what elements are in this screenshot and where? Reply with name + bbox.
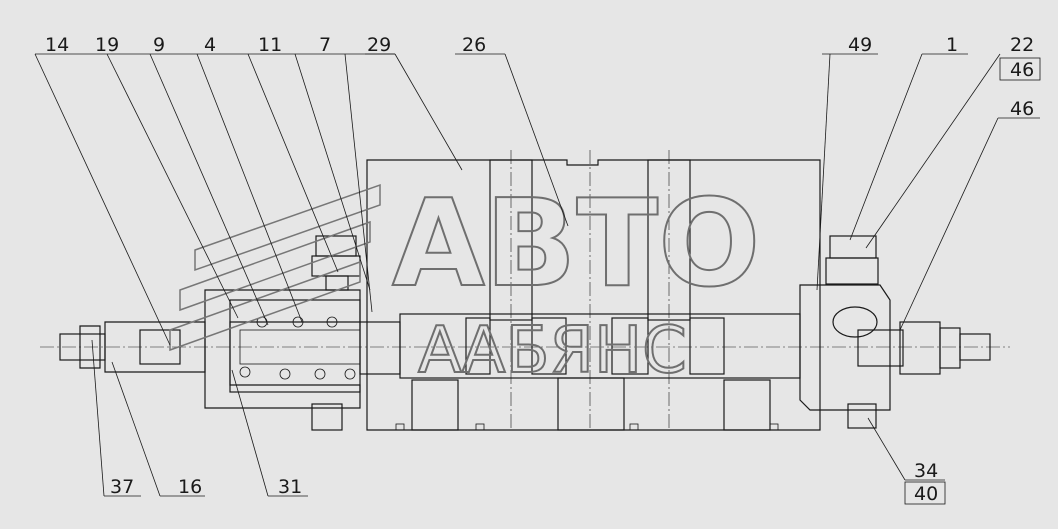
callout-40: 40 bbox=[914, 483, 938, 505]
callout-34: 34 bbox=[914, 460, 938, 482]
callout-26: 26 bbox=[462, 34, 486, 56]
callout-14: 14 bbox=[45, 34, 69, 56]
callout-31: 31 bbox=[278, 476, 302, 498]
callout-labels: 14 19 9 4 11 7 29 26 49 1 22 46 46 37 16… bbox=[45, 34, 1034, 505]
callout-49: 49 bbox=[848, 34, 872, 56]
right-cover bbox=[799, 235, 904, 429]
callout-22: 22 bbox=[1010, 34, 1034, 56]
callout-11: 11 bbox=[258, 34, 282, 56]
callout-16: 16 bbox=[178, 476, 202, 498]
callout-29: 29 bbox=[367, 34, 391, 56]
left-cover bbox=[204, 235, 361, 431]
callout-1: 1 bbox=[946, 34, 958, 56]
left-adjusting-screw bbox=[59, 321, 206, 373]
callout-4: 4 bbox=[204, 34, 216, 56]
callout-19: 19 bbox=[95, 34, 119, 56]
right-adjusting-screw bbox=[899, 321, 991, 375]
callout-9: 9 bbox=[153, 34, 165, 56]
callout-37: 37 bbox=[110, 476, 134, 498]
watermark: АВТО ААБЯНС bbox=[169, 174, 761, 389]
watermark-logo-stripes bbox=[169, 183, 381, 352]
leader-lines bbox=[34, 53, 1041, 505]
callout-7: 7 bbox=[319, 34, 331, 56]
watermark-line2: ААБЯНС bbox=[418, 314, 687, 388]
callout-46-right: 46 bbox=[1010, 98, 1034, 120]
callout-46-top: 46 bbox=[1010, 59, 1034, 81]
watermark-line1: АВТО bbox=[392, 175, 760, 314]
